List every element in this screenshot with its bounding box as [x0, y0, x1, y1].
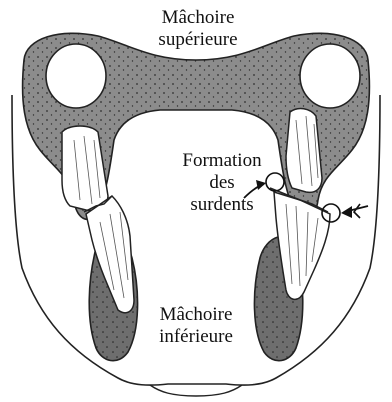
- formation-label-line-3: surdents: [174, 194, 270, 216]
- upper-jaw-label-line-1: Mâchoire: [128, 7, 268, 29]
- arrowhead-lower: [341, 206, 352, 218]
- right-socket: [300, 44, 360, 108]
- lower-jaw-label: Mâchoire inférieure: [140, 304, 252, 348]
- lower-jaw-label-line-1: Mâchoire: [140, 304, 252, 326]
- upper-jaw-label-line-2: supérieure: [128, 29, 268, 51]
- formation-label: Formation des surdents: [174, 150, 270, 216]
- chin-notch: [150, 385, 242, 396]
- left-socket: [46, 44, 106, 108]
- arrowhead-lower-feather: [354, 204, 360, 218]
- lower-jaw-label-line-2: inférieure: [140, 326, 252, 348]
- formation-label-line-1: Formation: [174, 150, 270, 172]
- upper-jaw-label: Mâchoire supérieure: [128, 7, 268, 51]
- formation-label-line-2: des: [174, 172, 270, 194]
- upper-right-tooth: [286, 109, 322, 193]
